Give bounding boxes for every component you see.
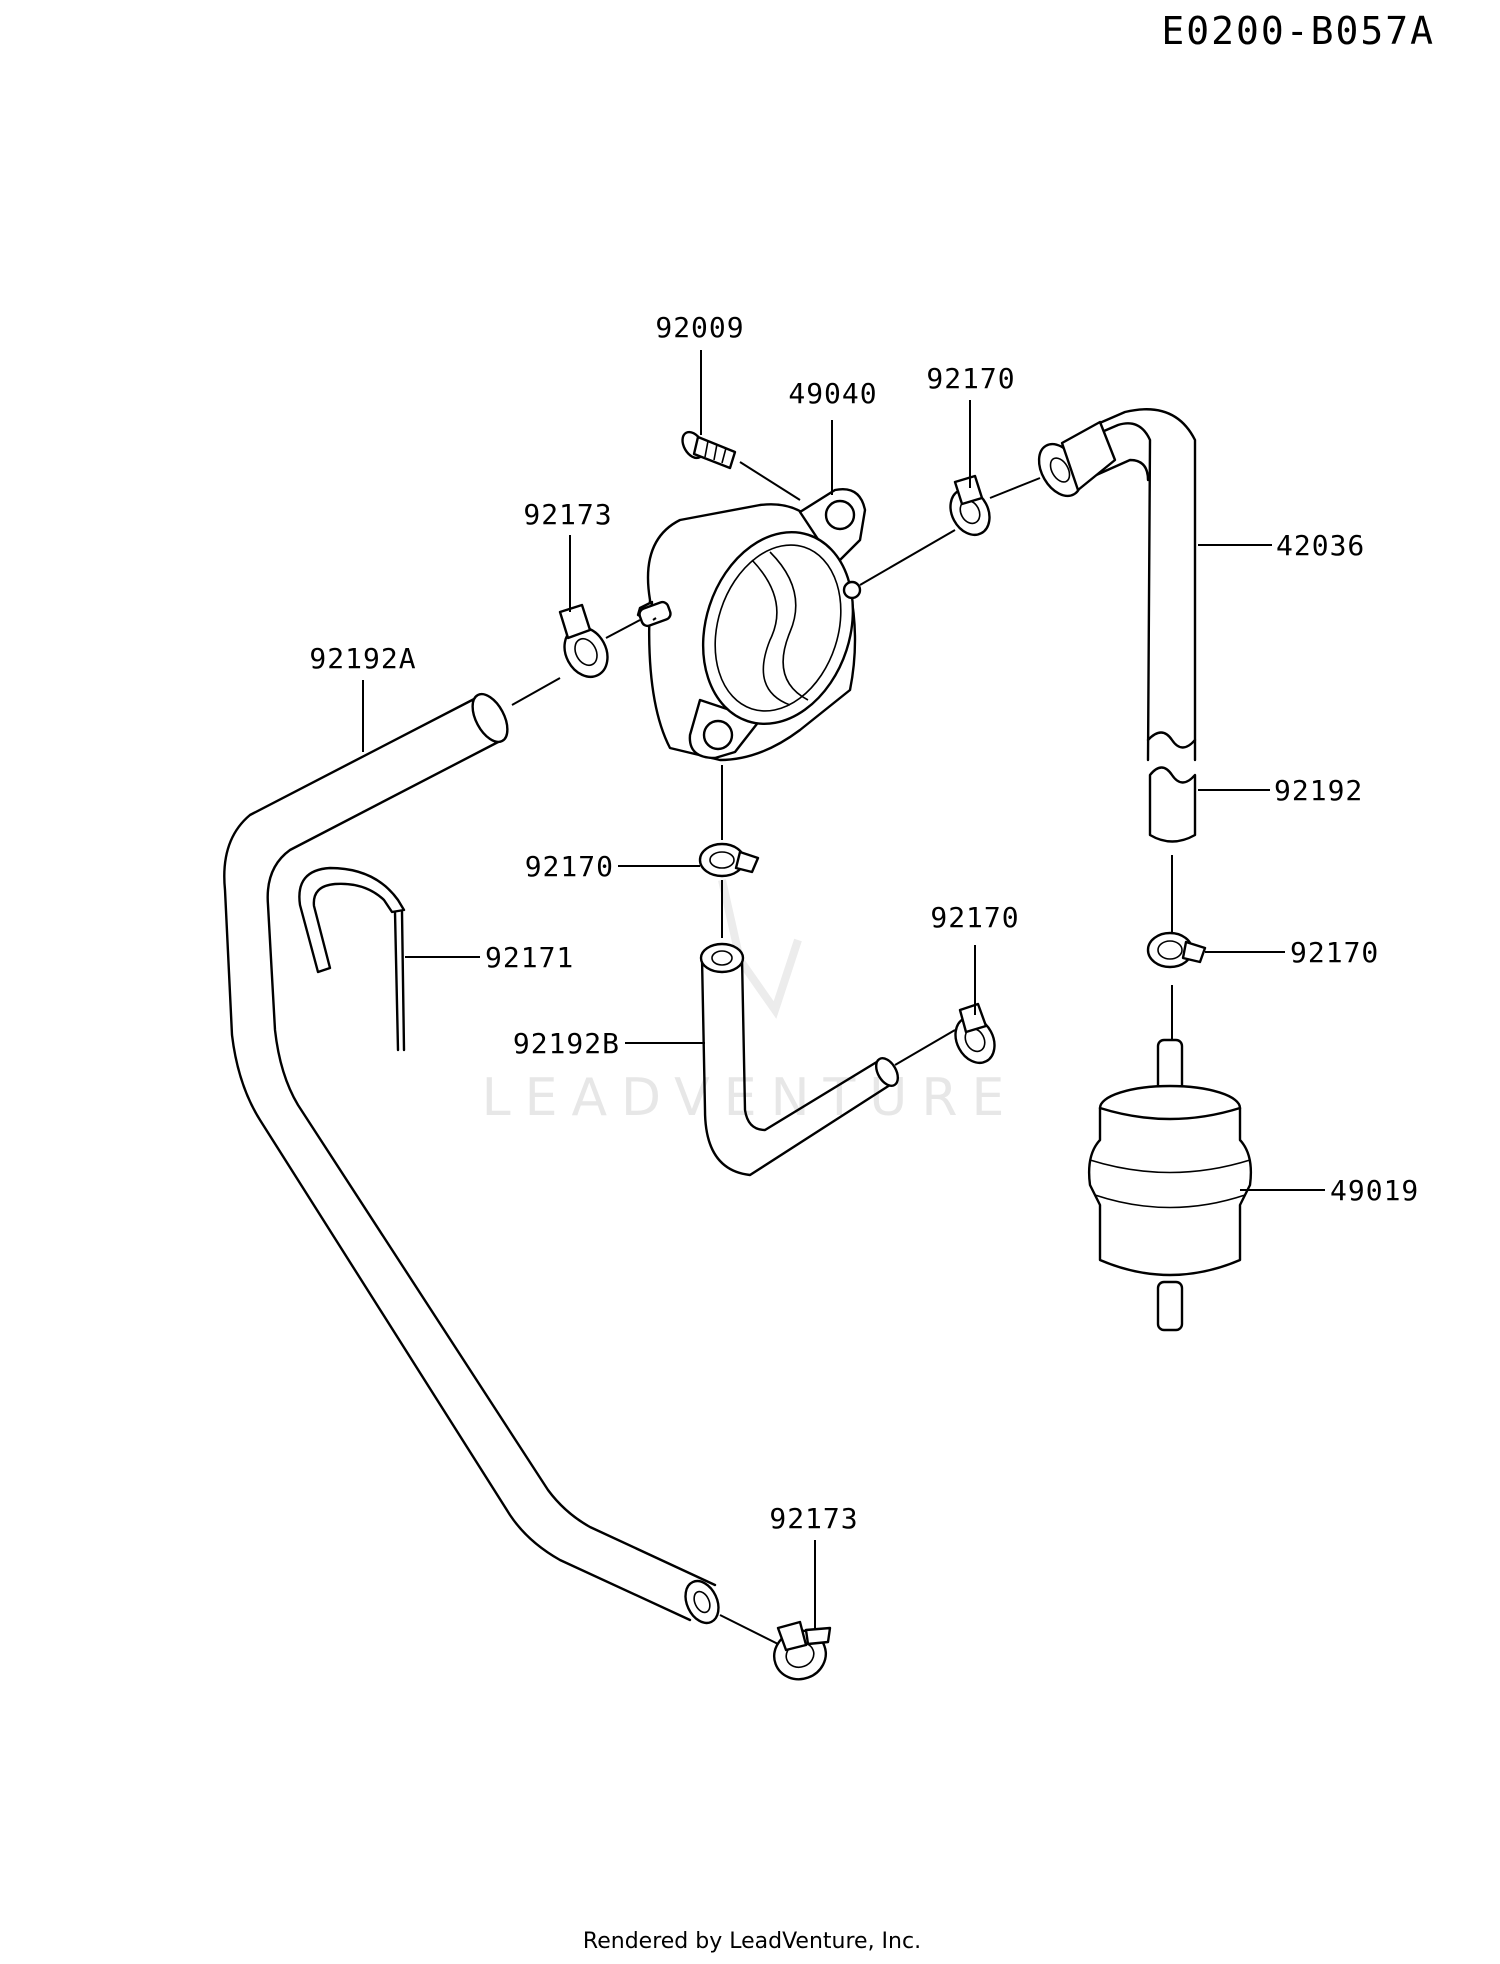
clamp-92170-filter-top bbox=[1146, 931, 1207, 969]
clip-92171 bbox=[298, 866, 406, 1052]
label-92170-filter-top[interactable]: 92170 bbox=[1290, 936, 1379, 969]
leader-lines bbox=[362, 350, 1325, 1630]
label-42036[interactable]: 42036 bbox=[1276, 529, 1365, 562]
part-labels: 92009 49040 92170 42036 92173 92192A 921… bbox=[309, 311, 1419, 1535]
watermark-text: LEADVENTURE bbox=[482, 1068, 1019, 1128]
label-92170-pump-outlet[interactable]: 92170 bbox=[926, 362, 1015, 395]
connector-line bbox=[859, 529, 956, 586]
connector-line bbox=[652, 617, 657, 621]
connector-line bbox=[989, 477, 1041, 499]
connector-line bbox=[511, 677, 561, 706]
hose-92192b bbox=[699, 942, 900, 1177]
clamp-92173-upper bbox=[558, 603, 609, 679]
fuel-filter-49019 bbox=[1087, 1038, 1253, 1332]
connector-line bbox=[605, 619, 641, 639]
footer-credit: Rendered by LeadVenture, Inc. bbox=[583, 1929, 921, 1954]
label-92173-lower[interactable]: 92173 bbox=[769, 1502, 858, 1535]
label-49040[interactable]: 49040 bbox=[788, 377, 877, 410]
watermark: LEADVENTURE bbox=[482, 879, 1019, 1128]
connector-line bbox=[894, 1029, 956, 1066]
diagram-code: E0200-B057A bbox=[1161, 9, 1435, 53]
connector-line bbox=[719, 1614, 781, 1646]
label-92170-pump-bottom[interactable]: 92170 bbox=[525, 850, 614, 883]
label-92173-upper[interactable]: 92173 bbox=[523, 498, 612, 531]
label-92192[interactable]: 92192 bbox=[1274, 774, 1363, 807]
fuel-pump-49040 bbox=[636, 488, 867, 762]
label-92192b[interactable]: 92192B bbox=[513, 1027, 620, 1060]
clamp-92170-pump-outlet bbox=[949, 474, 991, 537]
label-92192a[interactable]: 92192A bbox=[309, 642, 416, 675]
clamp-92173-lower bbox=[773, 1620, 832, 1681]
connector-line bbox=[739, 461, 801, 501]
hose-92192 bbox=[1148, 766, 1197, 843]
hose-92192a bbox=[223, 692, 720, 1625]
label-49019[interactable]: 49019 bbox=[1330, 1174, 1419, 1207]
label-92171[interactable]: 92171 bbox=[485, 941, 574, 974]
label-92170-hose-b-end[interactable]: 92170 bbox=[930, 901, 1019, 934]
bolt-92009 bbox=[681, 430, 737, 470]
hose-42036 bbox=[1037, 408, 1197, 762]
clamp-92170-hose-b-end bbox=[954, 1002, 996, 1065]
clamp-92170-pump-bottom bbox=[698, 842, 760, 878]
label-92009[interactable]: 92009 bbox=[655, 311, 744, 344]
